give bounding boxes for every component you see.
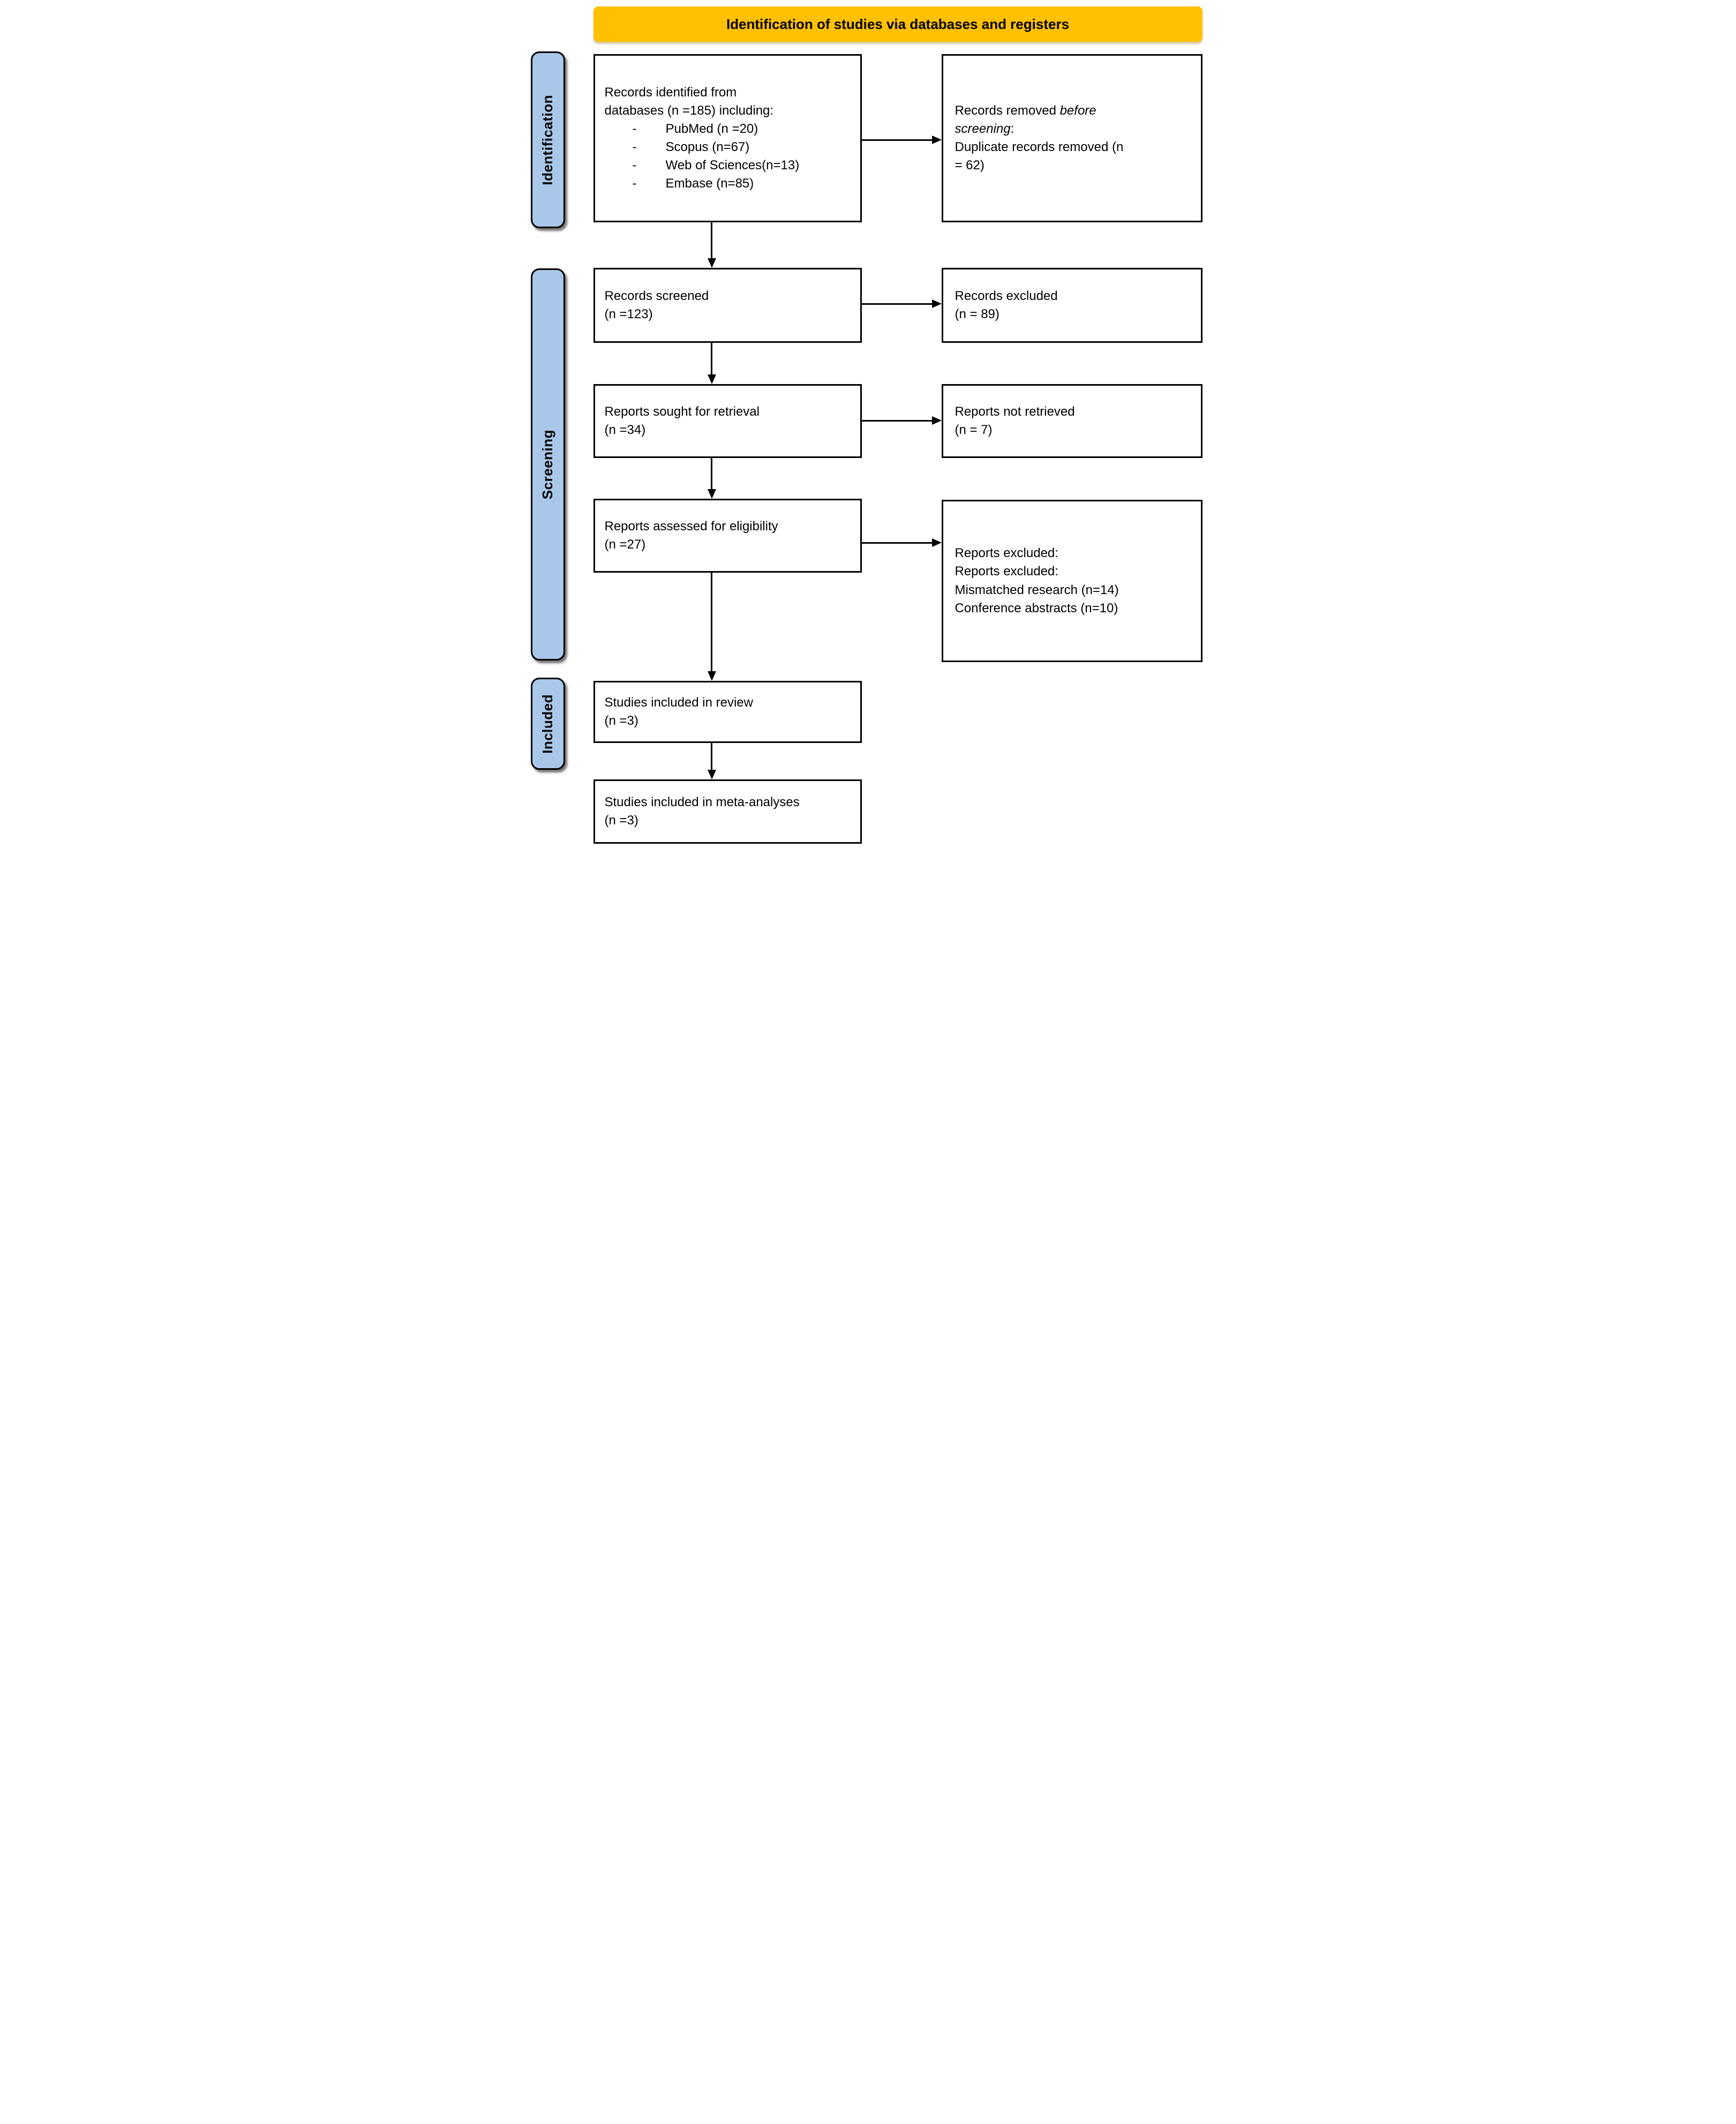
arrow-line [861, 139, 933, 141]
bullet-text: PubMed (n =20) [665, 121, 758, 136]
title-banner: Identification of studies via databases … [593, 6, 1203, 42]
box-studies-included-review: Studies included in review (n =3) [593, 681, 862, 743]
bullet-dash: - [632, 121, 637, 136]
arrow-head-icon [931, 416, 942, 425]
box-line: (n =123) [604, 307, 653, 321]
arrow-head-icon [707, 770, 716, 779]
right-arrow-sought-to-not-retrieved [861, 416, 942, 425]
right-arrow-assessed-to-reports-excluded [861, 538, 942, 547]
arrow-line [861, 303, 933, 305]
arrow-line [861, 542, 933, 544]
bullet-item-embase: - Embase (n=85) [633, 175, 855, 193]
box-line: (n =3) [604, 714, 638, 728]
box-line-italic: screening [955, 121, 1011, 136]
box-line: Studies included in review [604, 695, 754, 710]
down-arrow-review-to-meta [707, 743, 716, 779]
box-line: Records excluded [955, 288, 1058, 303]
box-line: Reports assessed for eligibility [604, 519, 778, 534]
box-detail-line: = 62) [955, 158, 985, 173]
box-line: (n =3) [604, 813, 638, 828]
box-line: Reports excluded: [955, 546, 1058, 561]
diagram-title: Identification of studies via databases … [726, 16, 1070, 32]
arrow-head-icon [707, 671, 716, 681]
arrow-line [711, 343, 712, 375]
box-line: Records screened [604, 288, 709, 303]
bullet-dash: - [632, 158, 637, 173]
arrow-head-icon [931, 136, 942, 144]
box-reports-excluded: Reports excluded: Reports excluded: Mism… [941, 500, 1203, 662]
bullet-dash: - [632, 176, 637, 191]
box-detail-line: Conference abstracts (n=10) [955, 601, 1118, 616]
box-line: Reports sought for retrieval [604, 404, 760, 419]
arrow-line [861, 419, 933, 422]
box-detail-line: Mismatched research (n=14) [955, 582, 1119, 597]
down-arrow-sought-to-assessed [707, 458, 716, 499]
bullet-text: Embase (n=85) [665, 176, 754, 191]
arrow-head-icon [931, 299, 942, 308]
box-reports-not-retrieved: Reports not retrieved (n = 7) [941, 384, 1203, 458]
box-line: Studies included in meta-analyses [604, 794, 800, 809]
bullet-dash: - [632, 140, 637, 154]
arrow-line [711, 573, 712, 672]
box-line: (n =27) [604, 537, 646, 552]
arrow-head-icon [707, 489, 716, 499]
prisma-flow-diagram: Identification of studies via databases … [521, 0, 1215, 850]
box-records-excluded: Records excluded (n = 89) [941, 268, 1203, 343]
box-line-italic: before [1059, 103, 1096, 118]
right-arrow-identified-to-removed [861, 136, 942, 144]
right-arrow-screened-to-excluded [861, 299, 942, 308]
box-reports-assessed: Reports assessed for eligibility (n =27) [593, 499, 862, 573]
box-line: databases (n =185) including: [604, 103, 774, 118]
down-arrow-screened-to-sought [707, 343, 716, 384]
box-records-identified: Records identified from databases (n =18… [593, 54, 862, 222]
down-arrow-assessed-to-review [707, 573, 716, 681]
box-line: Reports not retrieved [955, 404, 1075, 419]
bullet-item-scopus: - Scopus (n=67) [633, 138, 855, 156]
stage-label-screening: Screening [539, 429, 555, 500]
box-line: (n = 7) [955, 423, 993, 437]
bullet-item-web-of-science: - Web of Sciences(n=13) [633, 156, 855, 175]
stage-bar-screening: Screening [530, 268, 565, 661]
arrow-line [711, 743, 712, 770]
box-reports-sought: Reports sought for retrieval (n =34) [593, 384, 862, 458]
box-line-text: : [1010, 121, 1014, 136]
box-line-text: Records removed [955, 103, 1060, 118]
box-detail-line: Reports excluded: [955, 564, 1058, 579]
stage-label-identification: Identification [539, 94, 555, 185]
bullet-text: Scopus (n=67) [665, 140, 750, 154]
down-arrow-identified-to-screened [707, 222, 716, 268]
stage-label-included: Included [539, 694, 555, 754]
box-line: Records removed before [955, 102, 1196, 120]
arrow-head-icon [707, 374, 716, 384]
arrow-line [711, 222, 712, 259]
bullet-text: Web of Sciences(n=13) [665, 158, 800, 173]
arrow-head-icon [707, 258, 716, 268]
arrow-head-icon [931, 538, 942, 547]
box-line: (n =34) [604, 423, 646, 437]
stage-bar-identification: Identification [530, 51, 565, 228]
box-line: (n = 89) [955, 307, 999, 321]
stage-bar-included: Included [530, 678, 565, 770]
box-studies-included-meta: Studies included in meta-analyses (n =3) [593, 779, 862, 844]
box-line: screening: [955, 120, 1196, 138]
arrow-line [711, 458, 712, 490]
bullet-item-pubmed: - PubMed (n =20) [633, 120, 855, 138]
box-detail-line: Duplicate records removed (n [955, 140, 1124, 154]
box-line: Records identified from [604, 85, 737, 100]
box-records-screened: Records screened (n =123) [593, 268, 862, 343]
box-records-removed: Records removed before screening: Duplic… [941, 54, 1203, 222]
